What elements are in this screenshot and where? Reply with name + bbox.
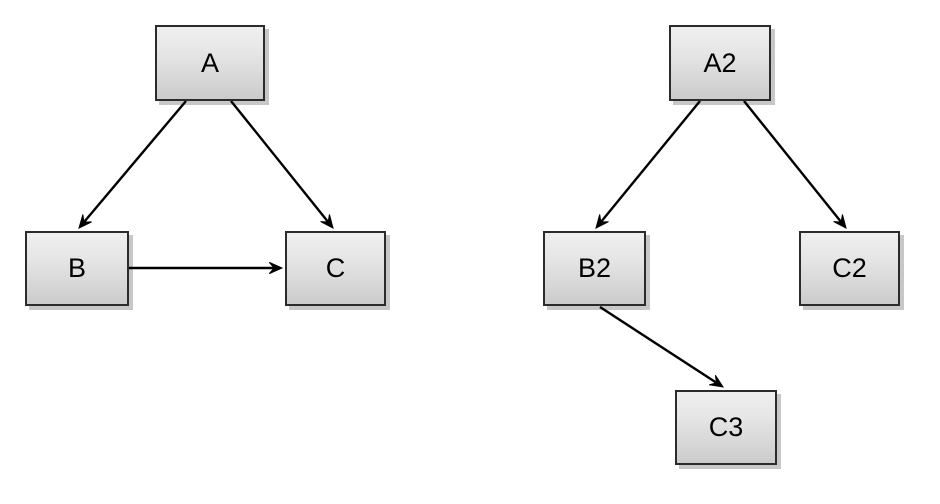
edge-a2-c2 bbox=[743, 100, 847, 229]
edge-a2-c2-line bbox=[743, 100, 846, 228]
node-b[interactable]: B bbox=[25, 231, 129, 306]
edge-a-c-line bbox=[230, 100, 333, 228]
edge-b2-c3 bbox=[599, 305, 725, 388]
node-c3-label: C3 bbox=[708, 412, 744, 442]
node-a[interactable]: A bbox=[155, 25, 265, 101]
edge-b-c bbox=[129, 261, 284, 275]
node-b2[interactable]: B2 bbox=[543, 231, 646, 306]
node-a-label: A bbox=[200, 47, 219, 78]
edge-a-b-line bbox=[79, 100, 187, 228]
edge-a-c-arrowhead-icon bbox=[320, 214, 334, 229]
edge-a2-b2-line bbox=[596, 100, 701, 228]
node-c[interactable]: C bbox=[285, 231, 386, 306]
node-c-label: C bbox=[325, 253, 346, 283]
edge-a-b bbox=[78, 100, 187, 229]
edge-b-c-arrowhead-icon bbox=[268, 261, 284, 275]
node-c2[interactable]: C2 bbox=[799, 231, 900, 306]
node-b2-label: B2 bbox=[577, 253, 612, 283]
node-b-label: B bbox=[67, 253, 86, 283]
node-c2-label: C2 bbox=[832, 253, 867, 283]
edge-a2-b2-arrowhead-icon bbox=[595, 214, 609, 229]
node-c3[interactable]: C3 bbox=[675, 390, 777, 465]
edge-a2-b2 bbox=[595, 100, 701, 229]
edge-a-b-arrowhead-icon bbox=[78, 214, 92, 229]
edge-a2-c2-arrowhead-icon bbox=[833, 214, 847, 229]
edge-b2-c3-arrowhead-icon bbox=[709, 374, 725, 388]
edge-a-c bbox=[230, 100, 334, 229]
node-a2[interactable]: A2 bbox=[669, 25, 771, 101]
edge-b2-c3-line bbox=[599, 305, 722, 387]
node-a2-label: A2 bbox=[703, 47, 737, 78]
